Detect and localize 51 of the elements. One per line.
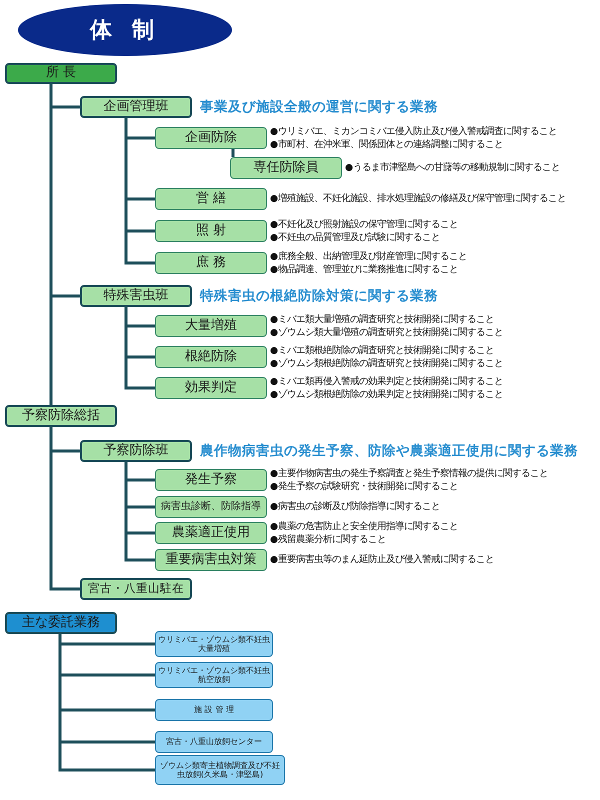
unit-box: 病害虫診断、防除指導: [155, 496, 267, 518]
section-duty-heading: 特殊害虫の根絶防除対策に関する業務: [200, 287, 438, 305]
duty-text: ●ゾウムシ類根絶防除の調査研究と技術開発に関すること: [270, 357, 504, 370]
director-box: 所 長: [5, 63, 117, 84]
outsourced-task-box: ウリミバエ・ゾウムシ類不妊虫大量増殖: [155, 631, 273, 657]
section-duty-heading: 農作物病害虫の発生予察、防除や農薬適正使用に関する業務: [200, 442, 578, 460]
duty-text: ●物品調達、管理並びに業務推進に関すること: [270, 263, 460, 276]
outsourcing-header-box: 主な委託業務: [5, 612, 117, 634]
duty-text: ●増殖施設、不妊化施設、排水処理施設の修繕及び保守管理に関すること: [270, 192, 566, 206]
duty-text: ●ミバエ類大量増殖の調査研究と技術開発に関すること: [270, 312, 496, 326]
duty-text: ●重要病害虫等のまん延防止及び侵入警戒に関すること: [270, 553, 494, 567]
connector-line: [50, 84, 52, 405]
unit-box: 企画防除: [155, 127, 267, 149]
unit-box: 効果判定: [155, 377, 267, 399]
duty-text: ●病害虫の診断及び防除指導に関すること: [270, 500, 440, 514]
duty-text: ●うるま市津堅島への甘藷等の移動規制に関すること: [345, 161, 560, 175]
section-box: 予察防除班: [80, 440, 192, 462]
duty-text: ●庶務全般、出納管理及び財産管理に関すること: [270, 250, 468, 263]
unit-box: 重要病害虫対策: [155, 549, 267, 571]
duty-text: ●ゾウムシ類大量増殖の調査研究と技術開発に関すること: [270, 326, 504, 340]
duty-text: ●不妊虫の品質管理及び試験に関すること: [270, 231, 442, 244]
unit-box: 庶 務: [155, 252, 267, 274]
connector-line: [232, 149, 234, 157]
section-box: 特殊害虫班: [80, 285, 192, 307]
unit-box: 営 繕: [155, 188, 267, 210]
unit-box: 照 射: [155, 220, 267, 242]
duty-text: ●ゾウムシ類根絶防除の効果判定と技術開発に関すること: [270, 388, 504, 402]
unit-box: 大量増殖: [155, 315, 267, 337]
duty-text: ●ミバエ類根絶防除の調査研究と技術開発に関すること: [270, 344, 496, 357]
outsourced-task-box: 宮古・八重山放飼センター: [155, 731, 273, 753]
duty-text: ●主要作物病害虫の発生予察調査と発生予察情報の提供に関すること: [270, 466, 548, 480]
connector-line: [50, 427, 80, 590]
section-box: 予察防除総括: [5, 405, 117, 427]
outsourced-task-box: 施 設 管 理: [155, 699, 273, 721]
duty-text: ●ウリミバエ、ミカンコミバエ侵入防止及び侵入警戒調査に関すること: [270, 124, 558, 138]
outsourced-task-box: ゾウムシ類寄主植物調査及び不妊虫放飼(久米島・津堅島): [155, 755, 285, 785]
duty-text: ●市町村、在沖米軍、関係団体との連絡調整に関すること: [270, 138, 504, 152]
duty-text: ●残留農薬分析に関すること: [270, 533, 388, 546]
section-box: 企画管理班: [80, 96, 192, 118]
unit-box: 発生予察: [155, 469, 267, 491]
duty-text: ●ミバエ類再侵入警戒の効果判定と技術開発に関すること: [270, 374, 504, 388]
duty-text: ●農薬の危害防止と安全使用指導に関すること: [270, 520, 458, 533]
duty-text: ●不妊化及び照射施設の保守管理に関すること: [270, 218, 458, 231]
title-banner: 体 制: [18, 4, 232, 56]
unit-box: 農薬適正使用: [155, 522, 267, 544]
unit-box: 根絶防除: [155, 346, 267, 368]
section-box: 宮古・八重山駐在: [80, 578, 192, 600]
outsourced-task-box: ウリミバエ・ゾウムシ類不妊虫航空放飼: [155, 662, 273, 688]
unit-box: 専任防除員: [230, 157, 342, 179]
duty-text: ●発生予察の試験研究・技術開発に関すること: [270, 480, 460, 494]
section-duty-heading: 事業及び施設全般の運営に関する業務: [200, 98, 438, 116]
